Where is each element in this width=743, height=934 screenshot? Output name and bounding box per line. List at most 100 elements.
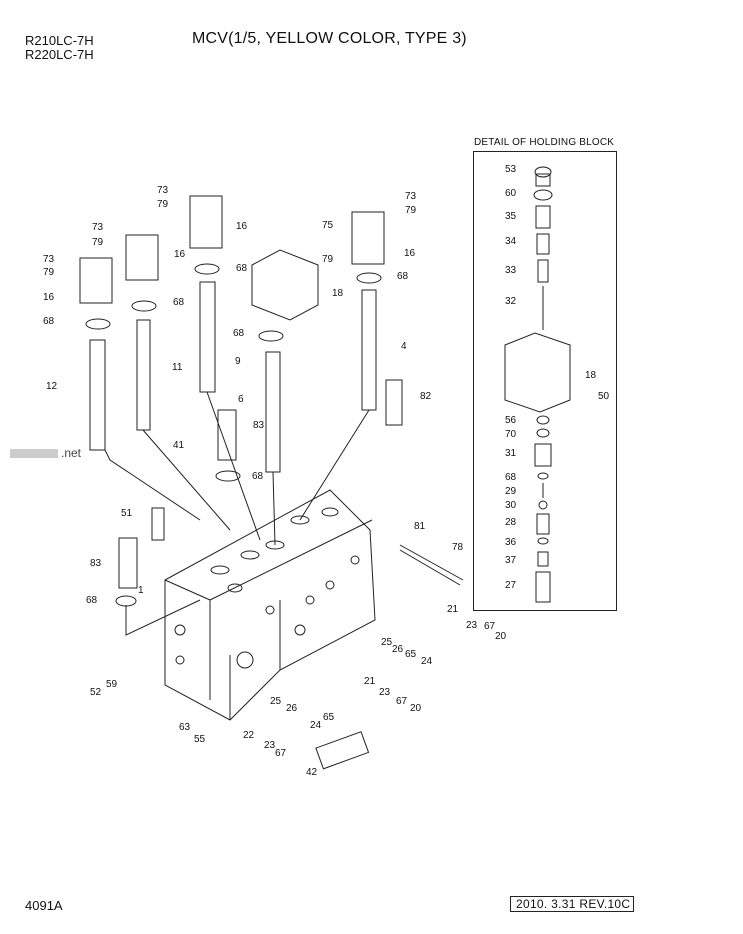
main-callout-18: 18: [332, 288, 344, 299]
page-title: MCV(1/5, YELLOW COLOR, TYPE 3): [192, 30, 467, 47]
detail-callout-9: 70: [505, 429, 517, 440]
main-callout-25: 82: [420, 391, 432, 402]
cap-16-d: [351, 211, 385, 265]
main-callout-16: 68: [43, 316, 55, 327]
main-callout-56: 23: [264, 740, 276, 751]
main-callout-31: 1: [138, 585, 144, 596]
main-callout-4: 79: [92, 237, 104, 248]
main-callout-1: 79: [157, 199, 169, 210]
detail-callout-3: 34: [505, 236, 517, 247]
main-callout-44: 52: [90, 687, 102, 698]
relief-valve-82: [385, 379, 403, 426]
detail-callout-5: 32: [505, 296, 517, 307]
main-callout-6: 73: [43, 254, 55, 265]
main-callout-35: 21: [447, 604, 459, 615]
main-callout-52: 24: [310, 720, 322, 731]
plug-42: [315, 731, 370, 770]
detail-callout-16: 37: [505, 555, 517, 566]
main-callout-14: 68: [236, 263, 248, 274]
spool-9: [199, 281, 216, 393]
spool-12: [89, 339, 106, 451]
main-callout-27: 41: [173, 440, 185, 451]
detail-callout-7: 50: [598, 391, 610, 402]
main-callout-5: 16: [174, 249, 186, 260]
main-callout-33: 81: [414, 521, 426, 532]
plug-51: [151, 507, 165, 541]
main-callout-28: 68: [252, 471, 264, 482]
main-callout-32: 68: [86, 595, 98, 606]
main-callout-48: 26: [286, 703, 298, 714]
main-callout-58: 42: [306, 767, 318, 778]
detail-box-title: DETAIL OF HOLDING BLOCK: [474, 137, 615, 148]
main-callout-19: 68: [397, 271, 409, 282]
main-callout-57: 67: [275, 748, 287, 759]
detail-callout-12: 29: [505, 486, 517, 497]
main-callout-55: 22: [243, 730, 255, 741]
main-callout-26: 83: [253, 420, 265, 431]
main-callout-15: 68: [173, 297, 185, 308]
main-callout-53: 63: [179, 722, 191, 733]
main-callout-23: 4: [401, 341, 407, 352]
detail-callout-8: 56: [505, 415, 517, 426]
relief-valve-83b: [118, 537, 138, 589]
main-callout-13: 16: [404, 248, 416, 259]
main-callout-3: 73: [92, 222, 104, 233]
main-callout-20: 12: [46, 381, 58, 392]
main-callout-42: 24: [421, 656, 433, 667]
holding-block-18: [251, 249, 319, 321]
detail-callout-1: 60: [505, 188, 517, 199]
main-callout-45: 21: [364, 676, 376, 687]
detail-callout-6: 18: [585, 370, 597, 381]
main-callout-34: 78: [452, 542, 464, 553]
main-callout-41: 65: [405, 649, 417, 660]
main-callout-47: 25: [270, 696, 282, 707]
watermark-text: .net: [10, 446, 81, 460]
main-callout-12: 79: [405, 205, 417, 216]
document-number: 4091A: [25, 898, 63, 913]
cap-16-c: [189, 195, 223, 249]
main-callout-17: 68: [233, 328, 245, 339]
main-callout-8: 16: [43, 292, 55, 303]
model-label-r210: R210LC-7H: [25, 33, 94, 48]
main-callout-30: 83: [90, 558, 102, 569]
main-callout-21: 11: [172, 362, 183, 373]
main-callout-46: 23: [379, 687, 391, 698]
main-callout-10: 79: [322, 254, 334, 265]
main-callout-54: 55: [194, 734, 206, 745]
valve-block-body: [164, 489, 376, 721]
detail-callout-17: 27: [505, 580, 517, 591]
main-callout-49: 67: [396, 696, 408, 707]
cap-16-a: [79, 257, 113, 304]
main-callout-0: 73: [157, 185, 169, 196]
detail-of-holding-block-frame: [473, 151, 617, 611]
main-callout-9: 75: [322, 220, 334, 231]
main-callout-36: 23: [466, 620, 478, 631]
spool-11: [136, 319, 151, 431]
spool-6: [265, 351, 281, 473]
main-callout-22: 9: [235, 356, 241, 367]
main-callout-29: 51: [121, 508, 133, 519]
main-callout-38: 20: [495, 631, 507, 642]
revision-stamp: 2010. 3.31 REV.10C: [510, 896, 635, 912]
detail-callout-14: 28: [505, 517, 517, 528]
detail-callout-2: 35: [505, 211, 517, 222]
main-callout-2: 16: [236, 221, 248, 232]
detail-callout-0: 53: [505, 164, 517, 175]
main-callout-40: 26: [392, 644, 404, 655]
watermark-blur: [10, 449, 58, 459]
relief-valve-83a: [217, 409, 237, 461]
main-callout-39: 25: [381, 637, 393, 648]
cap-16-b: [125, 234, 159, 281]
detail-callout-15: 36: [505, 537, 517, 548]
main-callout-11: 73: [405, 191, 417, 202]
main-callout-7: 79: [43, 267, 55, 278]
bolt-78: [399, 544, 464, 581]
model-label-r220: R220LC-7H: [25, 47, 94, 62]
detail-callout-4: 33: [505, 265, 517, 276]
main-callout-24: 6: [238, 394, 244, 405]
main-callout-50: 20: [410, 703, 422, 714]
main-callout-51: 65: [323, 712, 335, 723]
main-callout-37: 67: [484, 621, 496, 632]
detail-callout-10: 31: [505, 448, 517, 459]
